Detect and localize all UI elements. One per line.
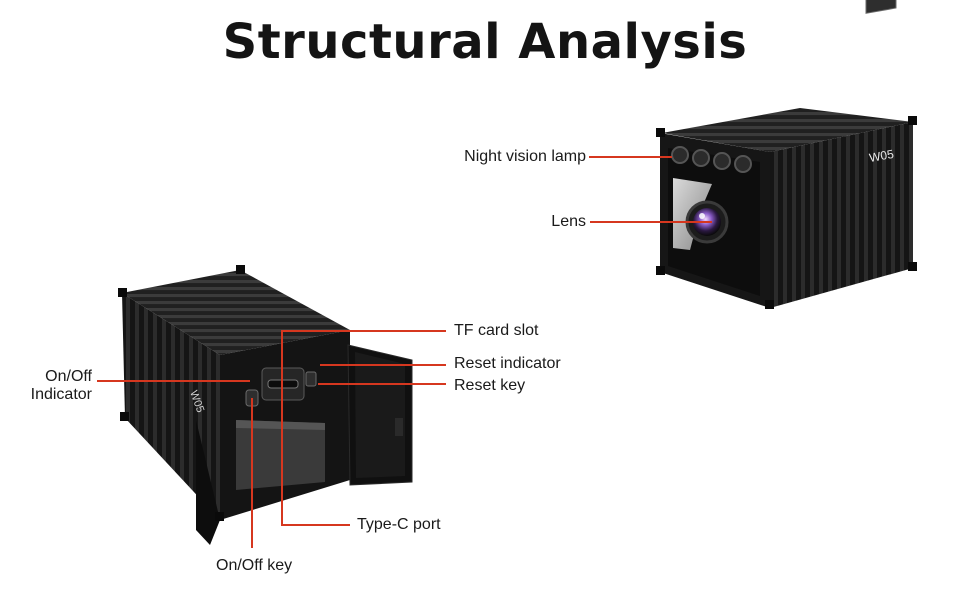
label-on-off-indicator-line1: On/Off [45, 368, 92, 385]
label-lens: Lens [551, 213, 586, 230]
label-night-vision-lamp: Night vision lamp [464, 148, 586, 165]
label-on-off-key: On/Off key [216, 557, 293, 574]
label-tf-card-slot: TF card slot [454, 322, 539, 339]
reset-key-icon [305, 371, 317, 387]
page-title: Structural Analysis [222, 14, 748, 70]
night-vision-lamp-icon [671, 146, 752, 173]
lens-icon [685, 200, 729, 244]
label-type-c-port: Type-C port [357, 516, 441, 533]
label-reset-indicator: Reset indicator [454, 355, 561, 372]
leader-lines [97, 156, 712, 548]
model-badge: W05 [868, 147, 895, 165]
camera-rear-view: W05 [118, 265, 413, 545]
label-on-off-indicator: On/Off Indicator [8, 368, 92, 404]
leader-tf-card-slot [281, 330, 446, 526]
label-reset-key: Reset key [454, 377, 526, 394]
camera-front-view: W05 [656, 0, 917, 309]
label-on-off-indicator-line2: Indicator [30, 386, 92, 403]
